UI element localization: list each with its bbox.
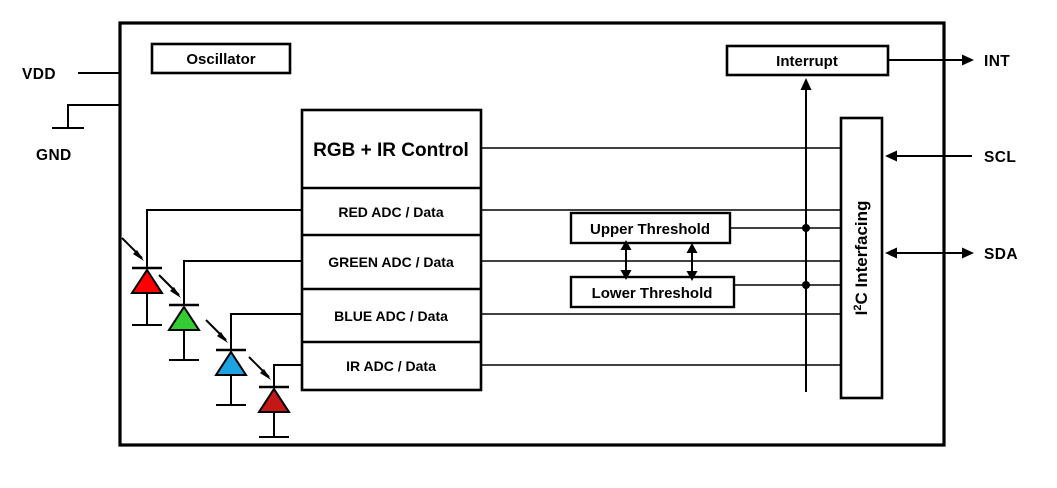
blue-photodiode-symbol	[214, 350, 248, 376]
green-photodiode-symbol	[167, 305, 201, 331]
upper-threshold-label: Upper Threshold	[590, 221, 710, 238]
blue-photodiode-wire	[230, 313, 302, 350]
i2c-label-main: C Interfacing	[852, 201, 871, 305]
rgb-ir-control-label: RGB + IR Control	[313, 140, 469, 161]
ir-photodiode-light-arrowhead	[260, 369, 271, 380]
red-adc-label: RED ADC / Data	[338, 204, 443, 220]
oscillator-label: Oscillator	[186, 51, 255, 68]
int-arrowhead	[962, 54, 974, 66]
red-photodiode-light-arrowhead	[133, 250, 144, 261]
red-photodiode-wire	[146, 209, 302, 268]
scl-pin-label: SCL	[984, 149, 1016, 166]
threshold-arrow-left-head-up	[620, 240, 632, 250]
ir-photodiode-symbol	[257, 387, 291, 413]
red-photodiode-symbol	[130, 268, 164, 294]
green-adc-label: GREEN ADC / Data	[328, 254, 454, 270]
interrupt-label: Interrupt	[776, 53, 838, 70]
sda-pin-label: SDA	[984, 246, 1018, 263]
i2c-label-group: I2C Interfacing	[852, 201, 871, 316]
core-stack-block	[300, 108, 483, 392]
int-pin-label: INT	[984, 53, 1010, 70]
blue-photodiode-light-arrowhead	[217, 332, 228, 343]
i2c-label-prefix: I	[852, 311, 871, 316]
sda-arrowhead-in	[885, 247, 897, 259]
ir-photodiode-wire	[273, 364, 302, 387]
chip-boundary	[118, 21, 946, 447]
gnd-pin-label: GND	[36, 147, 72, 164]
threshold-arrow-left-head-down	[620, 270, 632, 280]
lower-threshold-block	[569, 275, 736, 309]
i2c-interfacing-block	[839, 116, 884, 400]
sda-arrowhead-out	[962, 247, 974, 259]
threshold-arrow-right-head-down	[686, 271, 698, 281]
upper-threshold-block	[569, 211, 732, 245]
ir-adc-label: IR ADC / Data	[346, 358, 436, 374]
green-photodiode-wire	[183, 260, 302, 305]
scl-arrowhead	[885, 150, 897, 162]
lower-threshold-label: Lower Threshold	[592, 285, 713, 302]
i2c-label-superscript: 2	[852, 305, 864, 311]
oscillator-block	[150, 42, 292, 75]
vdd-pin-label: VDD	[22, 66, 56, 83]
green-photodiode-light-arrowhead	[170, 287, 181, 298]
interrupt-bus-arrowhead	[800, 78, 812, 90]
blue-adc-label: BLUE ADC / Data	[334, 308, 448, 324]
i2c-interfacing-label: I2C Interfacing	[852, 201, 871, 316]
gnd-wire	[67, 104, 120, 128]
threshold-arrow-right-head-up	[686, 243, 698, 253]
